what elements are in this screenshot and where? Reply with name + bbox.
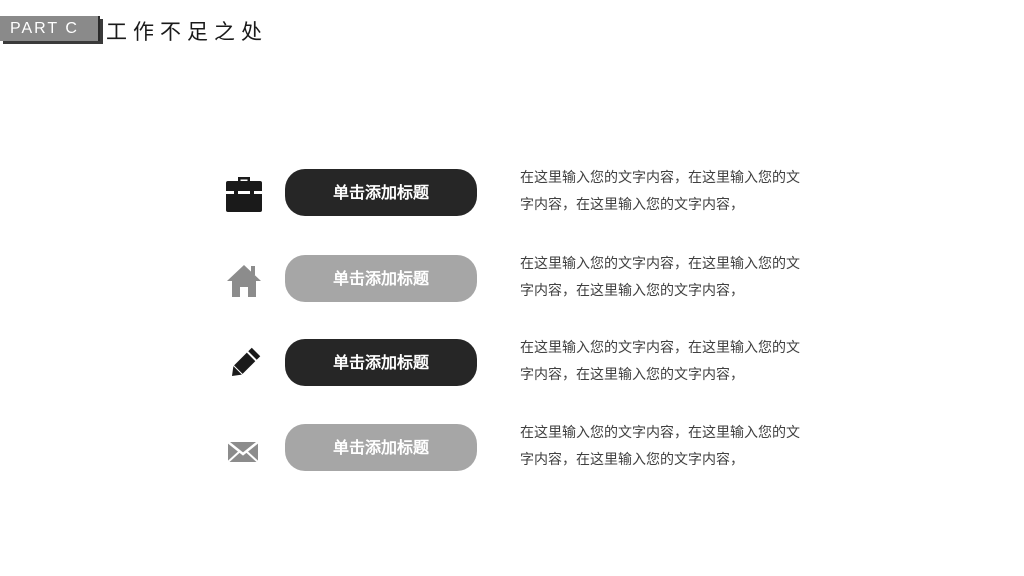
envelope-icon [224,430,264,468]
description-line: 在这里输入您的文字内容，在这里输入您的文 [520,256,800,272]
title-button[interactable]: 单击添加标题 [285,424,477,471]
part-badge: PART C [0,16,100,41]
briefcase-icon [224,175,264,213]
description-line: 字内容，在这里输入您的文字内容， [520,283,744,299]
house-icon [224,261,264,299]
description-line: 字内容，在这里输入您的文字内容， [520,367,744,383]
title-button[interactable]: 单击添加标题 [285,255,477,302]
description-line: 字内容，在这里输入您的文字内容， [520,452,744,468]
list-item: 单击添加标题 在这里输入您的文字内容，在这里输入您的文 字内容，在这里输入您的文… [0,255,1024,303]
list-item: 单击添加标题 在这里输入您的文字内容，在这里输入您的文 字内容，在这里输入您的文… [0,424,1024,472]
description-text: 在这里输入您的文字内容，在这里输入您的文 字内容，在这里输入您的文字内容， [520,251,830,305]
description-text: 在这里输入您的文字内容，在这里输入您的文 字内容，在这里输入您的文字内容， [520,165,830,219]
description-line: 字内容，在这里输入您的文字内容， [520,197,744,213]
title-button[interactable]: 单击添加标题 [285,169,477,216]
page-title: 工作不足之处 [106,20,268,44]
list-item: 单击添加标题 在这里输入您的文字内容，在这里输入您的文 字内容，在这里输入您的文… [0,339,1024,387]
pencil-icon [224,345,264,383]
description-text: 在这里输入您的文字内容，在这里输入您的文 字内容，在这里输入您的文字内容， [520,420,830,474]
description-line: 在这里输入您的文字内容，在这里输入您的文 [520,425,800,441]
description-line: 在这里输入您的文字内容，在这里输入您的文 [520,170,800,186]
title-button[interactable]: 单击添加标题 [285,339,477,386]
description-line: 在这里输入您的文字内容，在这里输入您的文 [520,340,800,356]
list-item: 单击添加标题 在这里输入您的文字内容，在这里输入您的文 字内容，在这里输入您的文… [0,169,1024,217]
description-text: 在这里输入您的文字内容，在这里输入您的文 字内容，在这里输入您的文字内容， [520,335,830,389]
